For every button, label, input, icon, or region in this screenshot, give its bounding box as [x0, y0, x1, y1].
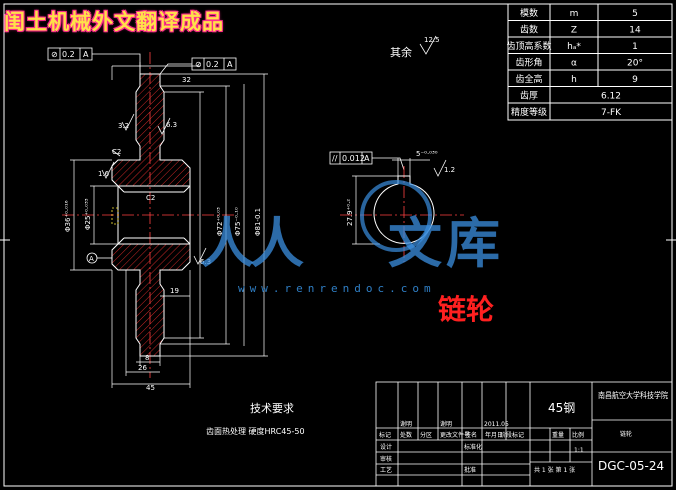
- dim-d36: Φ36⁺⁰·⁰¹⁶: [64, 200, 72, 232]
- keyway-hidden: [111, 207, 119, 225]
- param-symbol: h: [571, 75, 577, 85]
- param-value: 6.12: [601, 92, 621, 102]
- tb-row-label-2: 设计: [380, 443, 392, 451]
- section-hatch-bottom: [111, 243, 191, 357]
- roughness-value: 12.5: [424, 36, 440, 44]
- tb-row-label: 更改文件号: [440, 431, 470, 439]
- param-name: 齿厚: [520, 91, 538, 102]
- watermark-url: www.renrendoc.com: [238, 282, 436, 295]
- param-name: 模数: [520, 7, 538, 19]
- section-hatch-top: [111, 73, 191, 187]
- watermark-circle: [360, 180, 432, 252]
- tb-drawing-no: DGC-05-24: [598, 459, 664, 473]
- dim-d75: Φ75⁻⁰·¹⁰: [234, 207, 242, 236]
- tol-frame-2: [159, 57, 237, 75]
- dim-keyway-width: 5⁻⁰·⁰³⁰: [416, 150, 438, 158]
- tb-checker: 谢明: [440, 420, 452, 428]
- tb-row-label-2: 批准: [464, 466, 476, 474]
- tol-frame-1: [47, 47, 141, 74]
- dim-c2: C2: [146, 194, 155, 202]
- tb-row-label-2: 工艺: [380, 466, 392, 474]
- tb-row-label: 签名: [465, 431, 477, 439]
- title-block-grid: [375, 381, 673, 487]
- side-view-hub: [373, 175, 435, 244]
- tech-req-title: 技术要求: [250, 402, 294, 415]
- tb-designer: 谢明: [400, 420, 412, 428]
- tol-frame-3: [329, 151, 405, 171]
- param-name: 齿数: [520, 24, 538, 36]
- datum-a-label: A: [89, 255, 94, 263]
- roughness-value: 6.3: [166, 121, 177, 129]
- dim-8: 8: [145, 354, 149, 362]
- tb-weight-label: 重量: [552, 431, 564, 439]
- tol-datum: A: [364, 154, 370, 163]
- tb-stage-label: 阶段标记: [500, 431, 524, 439]
- dim-c2: C2: [112, 148, 121, 156]
- param-symbol: hₐ*: [567, 42, 581, 52]
- tb-date: 2011.05: [484, 421, 509, 428]
- param-symbol: m: [570, 9, 579, 19]
- roughness-symbols: [101, 35, 447, 265]
- tol-datum: A: [83, 50, 89, 59]
- roughness-value: 1.6: [98, 170, 110, 178]
- datum-a-marker: A: [86, 252, 112, 264]
- tb-part: 链轮: [620, 430, 632, 438]
- tol-symbol: ⊘: [51, 50, 58, 59]
- roughness-value: 6.3: [200, 258, 211, 266]
- param-value: 7-FK: [601, 108, 622, 118]
- dim-26: 26: [138, 364, 147, 372]
- param-value: 5: [632, 9, 638, 19]
- param-name: 齿形角: [515, 57, 542, 69]
- tb-scale-value: 1:1: [574, 447, 584, 454]
- tb-material: 45钢: [548, 401, 575, 415]
- param-value: 1: [632, 42, 638, 52]
- tb-scale-label: 比例: [572, 431, 584, 439]
- tb-row-label-2: 审核: [380, 455, 392, 463]
- dim-19: 19: [170, 287, 179, 295]
- param-symbol: α: [571, 59, 577, 69]
- tb-row-label: 年月日: [485, 431, 503, 439]
- tb-school: 南昌航空大学科技学院: [598, 390, 668, 400]
- watermark-char: 人: [200, 211, 254, 275]
- tb-row-label: 处数: [400, 431, 412, 439]
- tb-row-label-2: 标准化: [464, 443, 482, 451]
- tol-datum: A: [227, 60, 233, 69]
- dim-hub-depth: 27.9⁺⁰·²: [346, 199, 354, 226]
- watermark-char: 库: [446, 211, 500, 275]
- tol-symbol: //: [332, 154, 338, 163]
- rest-label: 其余: [390, 45, 412, 59]
- param-name: 精度等级: [511, 106, 547, 118]
- param-name: 齿顶高系数: [506, 40, 551, 52]
- drawing-border: [3, 3, 673, 487]
- dim-d25: Φ25⁺⁰·⁰³³: [84, 198, 92, 230]
- part-title: 链轮: [438, 293, 495, 326]
- dim-32: 32: [182, 76, 191, 84]
- roughness-value: 1.2: [444, 166, 455, 174]
- tech-req-line: 齿面热处理 硬度HRC45-50: [206, 426, 305, 436]
- dim-d72: Φ72⁺⁰·⁰³: [216, 207, 224, 236]
- dimension-lines: [70, 62, 268, 388]
- roughness-value: 3.2: [118, 122, 129, 130]
- watermark-char: 人: [250, 211, 304, 275]
- watermark-char: 文: [388, 211, 442, 275]
- dim-45: 45: [146, 384, 155, 392]
- tol-symbol: ⊘: [195, 60, 202, 69]
- dim-d81: Φ81-0.1: [254, 208, 262, 236]
- tol-value: 0.2: [206, 60, 219, 69]
- brand-banner: 闺土机械外文翻译成品: [4, 10, 224, 34]
- param-name: 齿全高: [515, 73, 542, 85]
- param-value: 20°: [627, 59, 643, 69]
- param-value: 9: [632, 75, 638, 85]
- tb-row-label: 分区: [420, 431, 432, 439]
- tol-value: 0.2: [62, 50, 75, 59]
- param-symbol: Z: [571, 26, 577, 36]
- tb-row-label: 标记: [379, 431, 391, 439]
- params-table: [507, 3, 673, 121]
- param-value: 14: [629, 26, 641, 36]
- tb-sheet: 共 1 张 第 1 张: [534, 466, 575, 474]
- tol-value: 0.012: [342, 154, 365, 163]
